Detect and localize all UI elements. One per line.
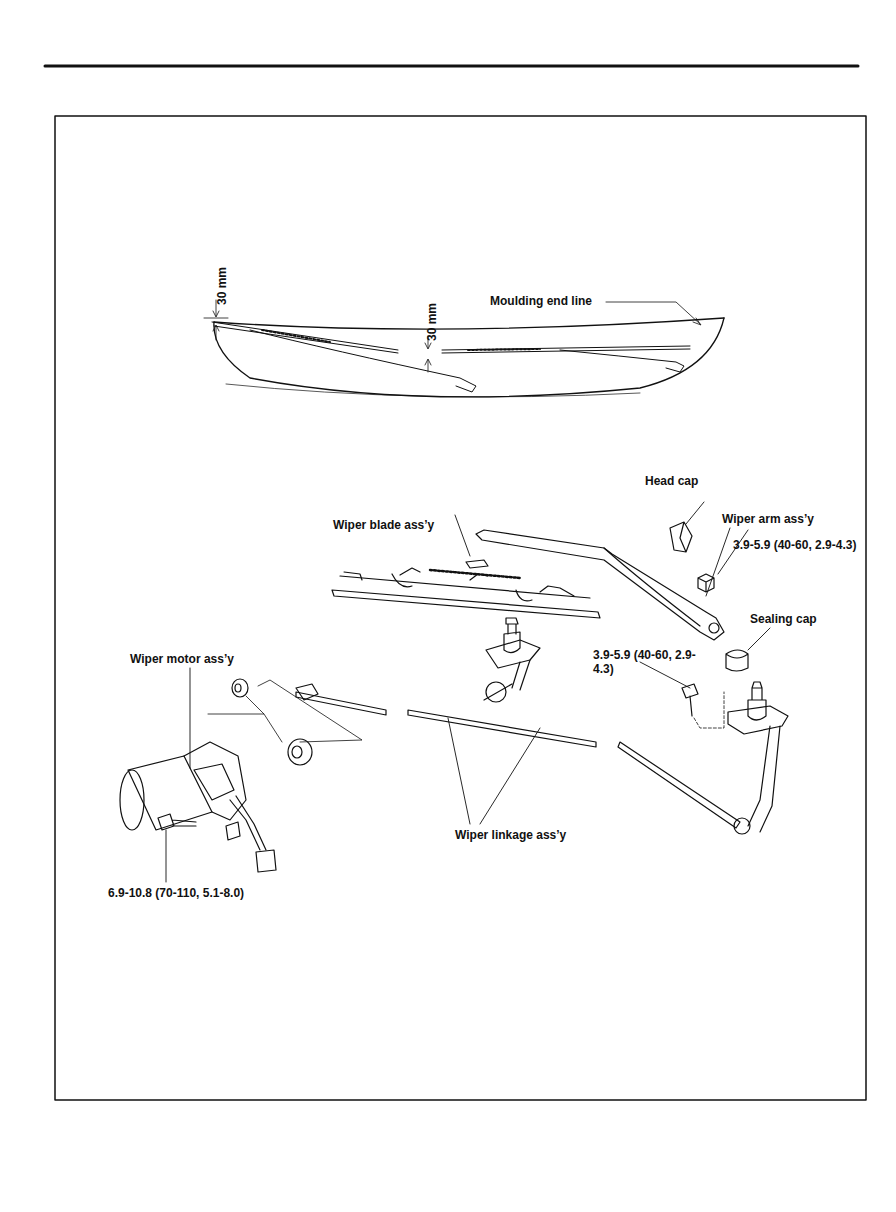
leader-line bbox=[606, 302, 700, 324]
motor-bolt bbox=[158, 814, 196, 882]
grommet bbox=[232, 679, 312, 765]
dimension-30mm-left bbox=[204, 318, 228, 319]
part-label: Moulding end line bbox=[490, 294, 592, 308]
left-pivot bbox=[486, 640, 540, 668]
page-rule bbox=[45, 65, 858, 68]
assembly-guide bbox=[208, 680, 362, 742]
nut bbox=[698, 574, 714, 592]
assembly-guide bbox=[208, 680, 362, 742]
wiper-motor bbox=[128, 756, 212, 830]
wiper-linkage bbox=[408, 710, 596, 747]
wiper-blade-right bbox=[560, 350, 684, 372]
torque-value: 3.9-5.9 (40-60, 2.9-4.3) bbox=[593, 648, 705, 676]
wiper-blade bbox=[332, 560, 600, 618]
wiper-blade bbox=[466, 560, 488, 568]
leader-line bbox=[606, 302, 701, 325]
dimension-30mm-right bbox=[428, 360, 429, 372]
part-label: Wiper arm ass’y bbox=[722, 512, 814, 526]
wiper-blade-right bbox=[442, 346, 690, 353]
bolt bbox=[682, 684, 724, 728]
page-rule bbox=[45, 66, 858, 67]
wiper-blade-left bbox=[250, 330, 476, 392]
sealing-cap bbox=[726, 650, 748, 671]
leader-line bbox=[748, 628, 770, 650]
wiper-motor bbox=[226, 822, 240, 840]
sealing-cap bbox=[726, 650, 748, 671]
left-pivot bbox=[486, 682, 506, 702]
dimension-30mm-right bbox=[425, 359, 431, 365]
leader-line bbox=[448, 718, 470, 824]
windshield-outline bbox=[214, 318, 724, 329]
wiper-linkage bbox=[618, 742, 740, 828]
dimension-30mm-right bbox=[425, 336, 431, 372]
wiper-arm bbox=[604, 548, 700, 626]
part-label: Wiper motor ass’y bbox=[130, 652, 234, 666]
wiper-motor bbox=[120, 742, 276, 872]
left-pivot bbox=[504, 618, 520, 653]
wiper-motor bbox=[256, 850, 276, 872]
dimension-30mm-left bbox=[213, 311, 219, 317]
left-pivot bbox=[484, 618, 540, 702]
nut bbox=[698, 574, 714, 592]
dimension-30mm-left bbox=[213, 325, 219, 331]
left-pivot bbox=[484, 684, 512, 700]
wiper-blade bbox=[344, 568, 574, 596]
right-pivot bbox=[734, 818, 750, 834]
windshield-outline bbox=[226, 384, 640, 397]
leader-line bbox=[706, 528, 730, 596]
wiper-blade-right bbox=[468, 349, 540, 350]
head-cap bbox=[670, 522, 692, 552]
wiper-arm bbox=[709, 623, 719, 633]
leader-line bbox=[190, 668, 191, 768]
dimension-30mm-left bbox=[204, 300, 228, 340]
leader-line bbox=[693, 318, 701, 325]
bolt bbox=[682, 684, 698, 716]
leader-line bbox=[718, 530, 748, 574]
torque-value: 3.9-5.9 (40-60, 2.9-4.3) bbox=[733, 538, 857, 552]
wiper-linkage bbox=[296, 684, 318, 700]
wiper-blade-left bbox=[212, 322, 398, 353]
part-label: Wiper blade ass’y bbox=[333, 518, 434, 532]
leader-line bbox=[480, 728, 540, 824]
windshield-outline bbox=[214, 318, 724, 397]
dimension-label: 30 mm bbox=[215, 267, 229, 305]
left-pivot bbox=[512, 660, 530, 690]
wiper-linkage bbox=[296, 684, 740, 828]
leader-line bbox=[686, 502, 704, 524]
leader-line bbox=[640, 662, 690, 688]
part-label: Wiper linkage ass’y bbox=[455, 828, 566, 842]
grommet bbox=[232, 679, 248, 697]
wiper-blade-right bbox=[442, 346, 690, 372]
figure-frame bbox=[55, 116, 866, 1100]
torque-value: 6.9-10.8 (70-110, 5.1-8.0) bbox=[108, 886, 244, 900]
wiper-blade-left bbox=[262, 330, 330, 342]
dimension-30mm-right bbox=[425, 343, 431, 349]
wiper-motor bbox=[194, 764, 234, 800]
right-pivot bbox=[728, 682, 788, 834]
head-cap bbox=[670, 522, 692, 552]
part-label: Sealing cap bbox=[750, 612, 817, 626]
grommet bbox=[292, 746, 302, 758]
leader-line bbox=[190, 502, 770, 824]
bolt bbox=[694, 692, 724, 728]
right-pivot bbox=[748, 682, 766, 720]
part-label: Head cap bbox=[645, 474, 698, 488]
wiper-blade bbox=[430, 570, 520, 578]
figure-frame bbox=[55, 116, 866, 1100]
wiper-motor bbox=[120, 770, 144, 830]
leader-line bbox=[455, 515, 470, 556]
dimension-label: 30 mm bbox=[425, 303, 439, 341]
motor-bolt bbox=[166, 830, 167, 882]
right-pivot bbox=[748, 726, 780, 832]
motor-bolt bbox=[158, 814, 196, 830]
wiper-blade bbox=[332, 590, 600, 618]
wiper-linkage bbox=[296, 692, 386, 715]
dimension-30mm-left bbox=[216, 326, 217, 340]
grommet bbox=[288, 739, 312, 765]
windshield-outline bbox=[214, 318, 724, 397]
grommet bbox=[235, 684, 241, 692]
